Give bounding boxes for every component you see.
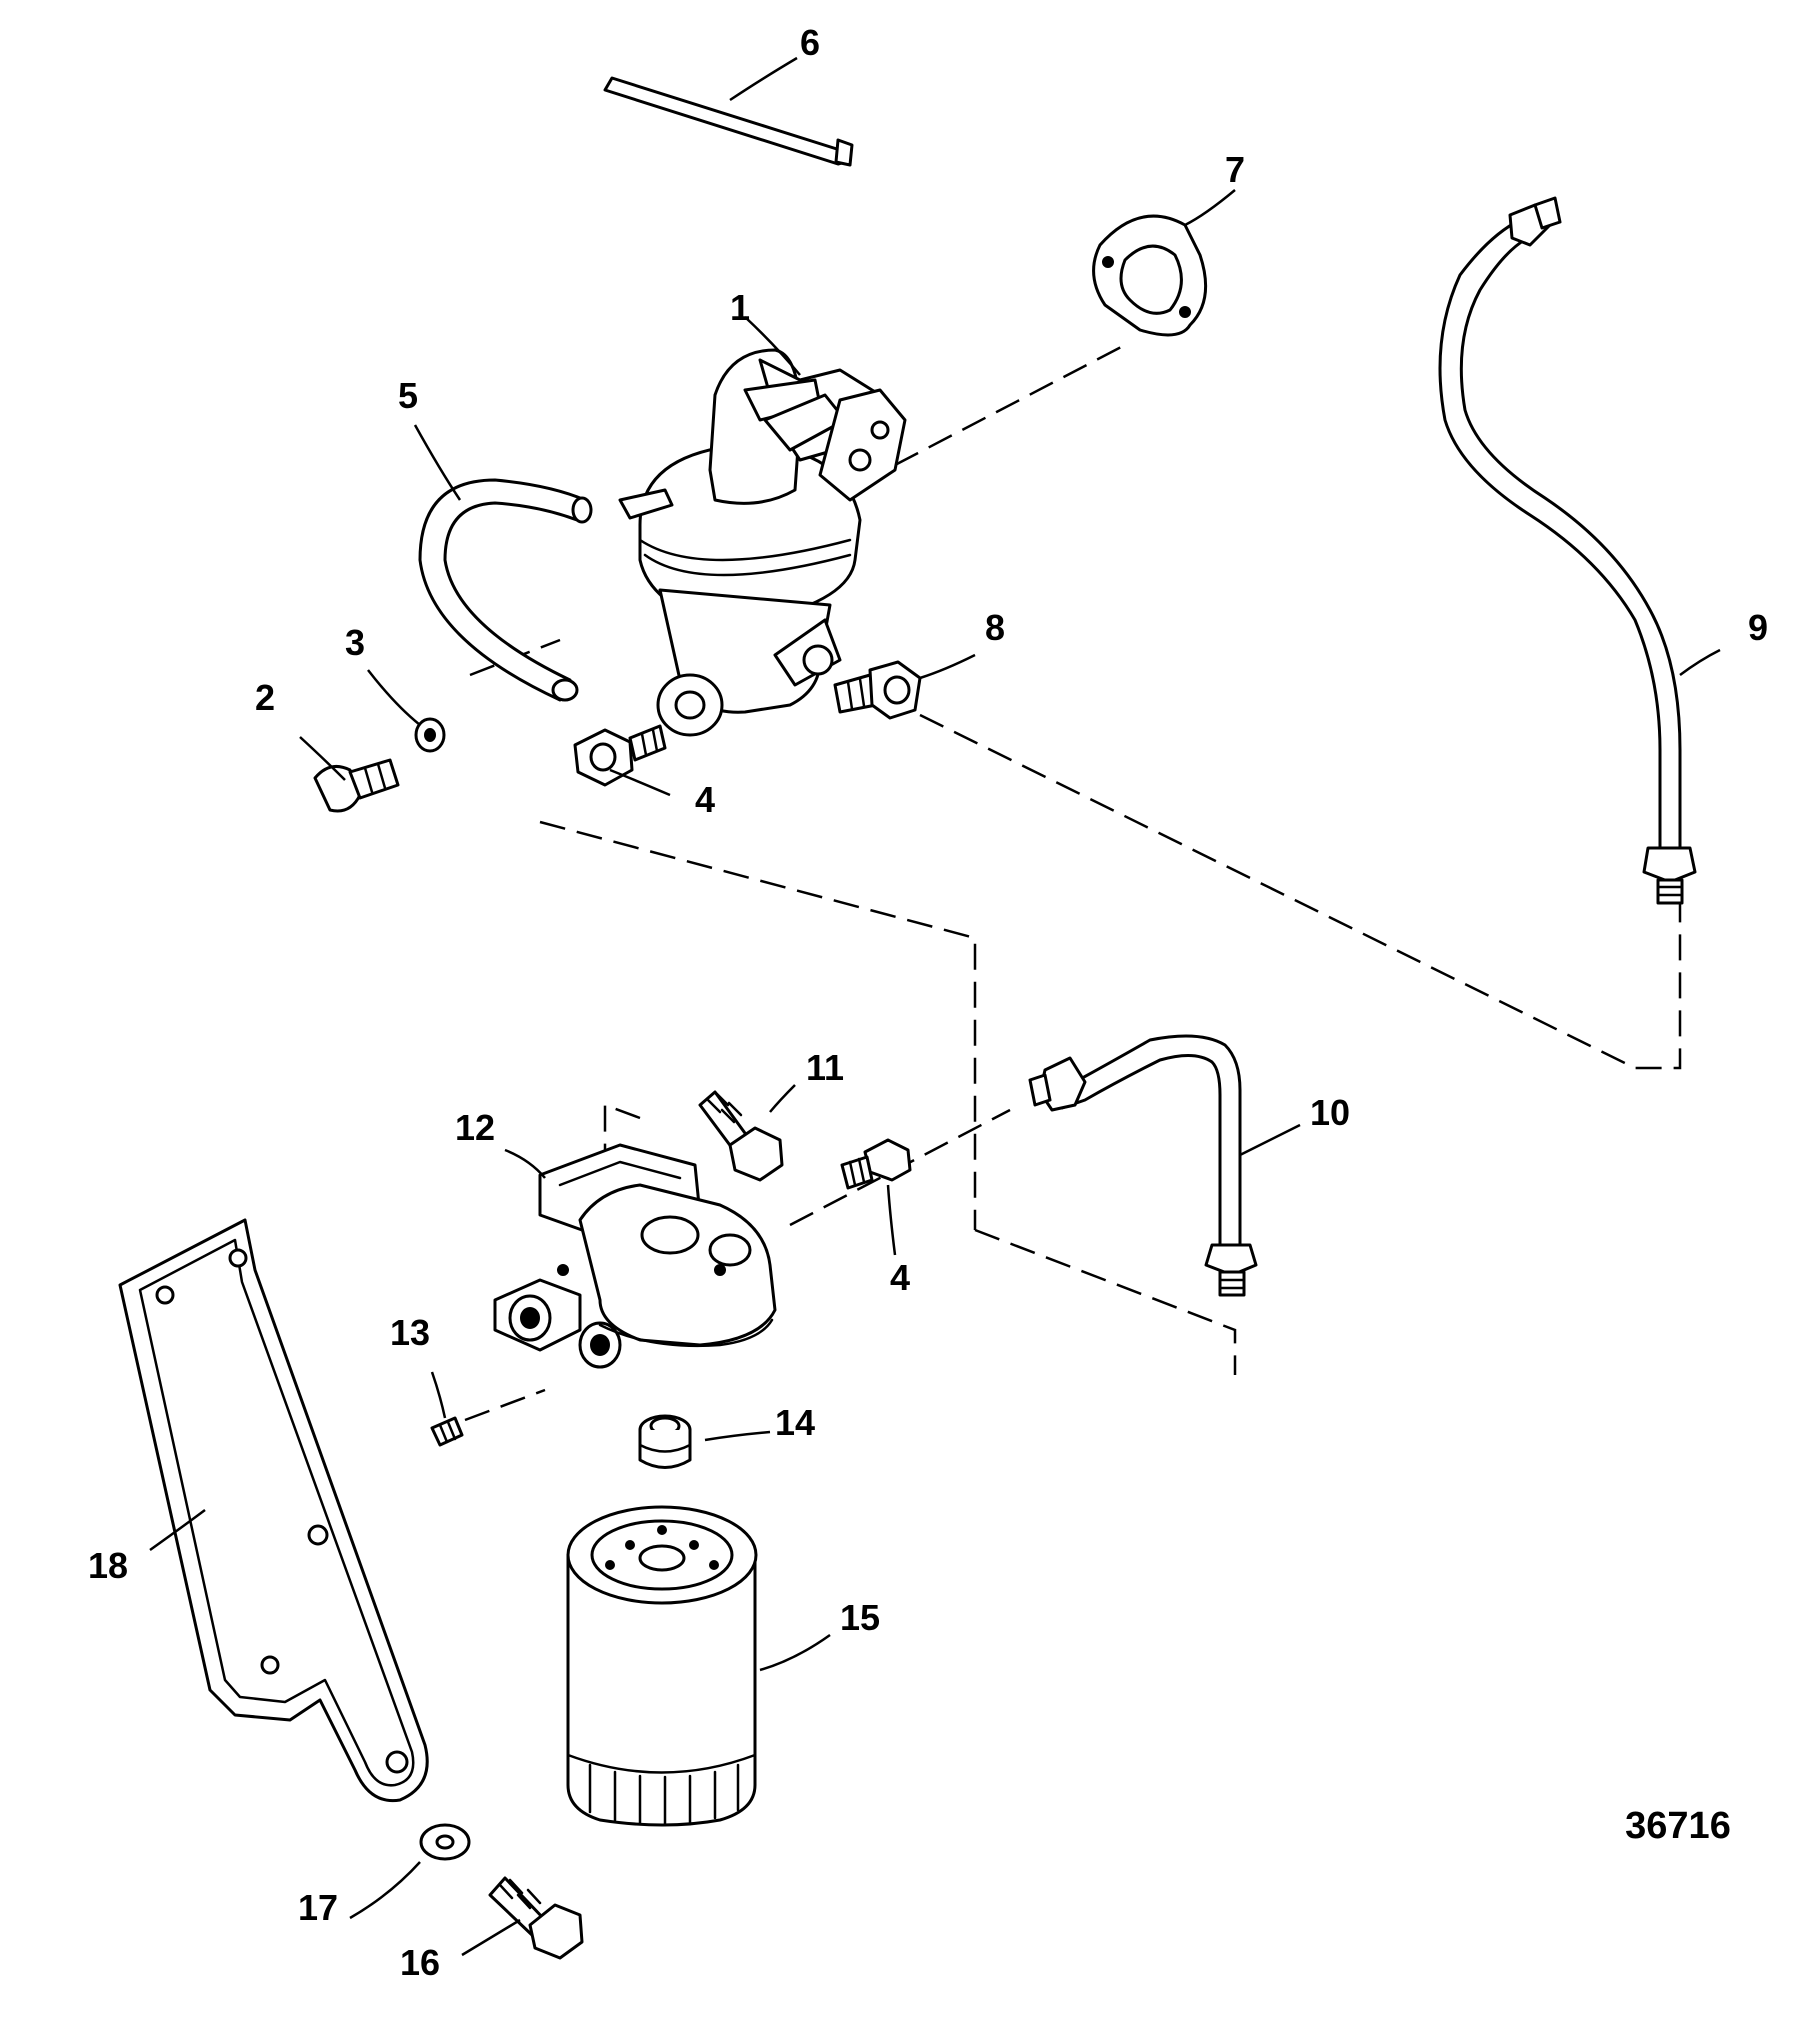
mounting-bolt bbox=[313, 758, 400, 813]
callout-6: 6 bbox=[800, 22, 820, 63]
callout-14: 14 bbox=[775, 1402, 815, 1443]
callout-12: 12 bbox=[455, 1107, 495, 1148]
callout-2: 2 bbox=[255, 677, 275, 718]
fuel-pump-gasket bbox=[1092, 214, 1208, 337]
flat-washer bbox=[419, 1823, 471, 1861]
callout-10: 10 bbox=[1310, 1092, 1350, 1133]
callout-3: 3 bbox=[345, 622, 365, 663]
lock-washer bbox=[414, 717, 446, 753]
filter-bracket-bolt bbox=[698, 1090, 784, 1182]
filter-inlet-fitting bbox=[840, 1138, 912, 1190]
filter-mounting-bracket bbox=[118, 1218, 429, 1803]
vent-hose bbox=[418, 478, 593, 702]
fuel-line-long bbox=[1438, 196, 1697, 905]
callout-13: 13 bbox=[390, 1312, 430, 1353]
fuel-pump bbox=[618, 348, 907, 737]
callout-8: 8 bbox=[985, 607, 1005, 648]
callout-15: 15 bbox=[840, 1597, 880, 1638]
callout-1: 1 bbox=[730, 287, 750, 328]
callout-labels: 1 2 3 4 5 6 7 8 9 10 11 12 4 13 14 15 16… bbox=[88, 22, 1768, 1983]
callout-5: 5 bbox=[398, 375, 418, 416]
callout-17: 17 bbox=[298, 1887, 338, 1928]
inlet-fitting bbox=[573, 724, 667, 787]
assembly-lines bbox=[464, 343, 1682, 1422]
callout-9: 9 bbox=[1748, 607, 1768, 648]
callout-4-upper: 4 bbox=[695, 779, 715, 820]
callout-7: 7 bbox=[1225, 149, 1245, 190]
figure-number: 36716 bbox=[1625, 1805, 1731, 1847]
callout-11: 11 bbox=[806, 1047, 844, 1088]
outlet-fitting bbox=[833, 660, 922, 720]
fuel-filter bbox=[566, 1505, 758, 1827]
cable-tie bbox=[603, 76, 854, 167]
fuel-filter-adapter bbox=[493, 1143, 777, 1369]
callout-4-lower: 4 bbox=[890, 1257, 910, 1298]
callout-18: 18 bbox=[88, 1545, 128, 1586]
filter-nipple bbox=[638, 1414, 692, 1469]
bracket-bolt bbox=[488, 1876, 584, 1960]
pipe-plug bbox=[430, 1416, 464, 1447]
fuel-line-short bbox=[1028, 1034, 1258, 1297]
callout-16: 16 bbox=[400, 1942, 440, 1983]
leader-lines bbox=[149, 56, 1721, 1957]
